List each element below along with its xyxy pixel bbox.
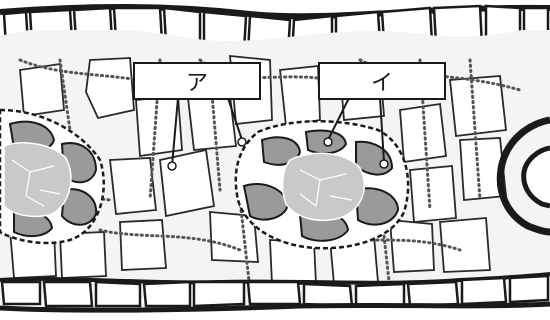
label-a: ア — [133, 62, 261, 100]
label-i: イ — [318, 62, 446, 100]
